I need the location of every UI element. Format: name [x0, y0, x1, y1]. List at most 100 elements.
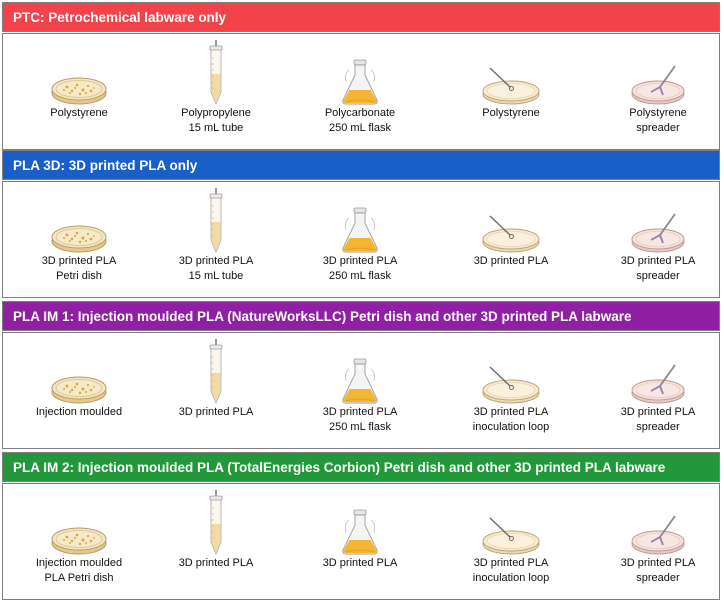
- labware-label-line: 250 mL flask: [329, 122, 391, 134]
- labware-item: 3D printed PLA: [288, 484, 432, 601]
- labware-label: 3D printed PLA inoculation loop: [439, 405, 583, 435]
- labware-label: 3D printed PLA spreader: [586, 254, 724, 284]
- labware-label-line: Injection moulded: [35, 406, 123, 418]
- labware-item: 3D printed PLA inoculation loop: [439, 484, 583, 601]
- erlenmeyer-flask-icon: [288, 40, 432, 106]
- labware-label: 3D printed PLA 250 mL flask: [288, 405, 432, 435]
- labware-label: 3D printed PLA: [439, 254, 583, 269]
- section-pla-im-2-title: PLA IM 2: Injection moulded PLA (TotalEn…: [2, 452, 720, 482]
- labware-item: 3D printed PLA inoculation loop: [439, 333, 583, 450]
- labware-label: 3D printed PLA 250 mL flask: [288, 254, 432, 284]
- labware-label-line: 3D printed PLA: [178, 557, 254, 569]
- labware-label-line: Injection moulded: [35, 557, 123, 569]
- labware-label-line: 250 mL flask: [329, 270, 391, 282]
- labware-label-line: 3D printed PLA: [473, 406, 549, 418]
- spreader-dish-icon: [586, 188, 724, 254]
- labware-label-line: PLA Petri dish: [44, 572, 114, 584]
- labware-item: 3D printed PLA spreader: [586, 333, 724, 450]
- inoculation-loop-dish-icon: [439, 188, 583, 254]
- labware-item: Polycarbonate 250 mL flask: [288, 34, 432, 151]
- labware-item: 3D printed PLA: [439, 182, 583, 299]
- labware-label-line: Petri dish: [56, 270, 102, 282]
- section-pla-im-1-title: PLA IM 1: Injection moulded PLA (NatureW…: [2, 301, 720, 331]
- labware-label: 3D printed PLA: [288, 556, 432, 571]
- labware-label-line: inoculation loop: [472, 572, 550, 584]
- labware-label: Polypropylene 15 mL tube: [144, 106, 288, 136]
- labware-label: 3D printed PLA: [144, 405, 288, 420]
- labware-label-line: 3D printed PLA: [473, 557, 549, 569]
- erlenmeyer-flask-icon: [288, 339, 432, 405]
- labware-label-line: inoculation loop: [472, 421, 550, 433]
- labware-label-line: 3D printed PLA: [620, 557, 696, 569]
- labware-label-line: 3D printed PLA: [322, 557, 398, 569]
- labware-label: 3D printed PLA spreader: [586, 556, 724, 586]
- petri-dish-colonies-icon: [7, 40, 151, 106]
- erlenmeyer-flask-icon: [288, 490, 432, 556]
- labware-label-line: spreader: [636, 421, 680, 433]
- labware-label-line: 3D printed PLA: [473, 255, 549, 267]
- labware-item: Polypropylene 15 mL tube: [144, 34, 288, 151]
- spreader-dish-icon: [586, 40, 724, 106]
- labware-label-line: 3D printed PLA: [178, 255, 254, 267]
- centrifuge-tube-icon: [144, 490, 288, 556]
- labware-label-line: 3D printed PLA: [620, 406, 696, 418]
- labware-label-line: Polystyrene: [629, 107, 687, 119]
- labware-item: 3D printed PLA spreader: [586, 182, 724, 299]
- inoculation-loop-dish-icon: [439, 40, 583, 106]
- labware-label-line: Polystyrene: [50, 107, 108, 119]
- section-pla-3d-panel: 3D printed PLA Petri dish 3D printed PLA 1…: [2, 181, 720, 298]
- labware-item: Polystyrene: [7, 34, 151, 151]
- labware-label-line: 3D printed PLA: [322, 255, 398, 267]
- labware-label-line: 15 mL tube: [188, 122, 244, 134]
- labware-label-line: Polystyrene: [482, 107, 540, 119]
- section-ptc-title: PTC: Petrochemical labware only: [2, 2, 720, 32]
- labware-item: Polystyrene spreader: [586, 34, 724, 151]
- labware-item: 3D printed PLA Petri dish: [7, 182, 151, 299]
- petri-dish-colonies-icon: [7, 188, 151, 254]
- labware-label-line: 3D printed PLA: [41, 255, 117, 267]
- labware-label: 3D printed PLA spreader: [586, 405, 724, 435]
- labware-item: 3D printed PLA 15 mL tube: [144, 182, 288, 299]
- labware-label: Injection moulded: [7, 405, 151, 420]
- centrifuge-tube-icon: [144, 188, 288, 254]
- labware-label: Polystyrene: [439, 106, 583, 121]
- spreader-dish-icon: [586, 339, 724, 405]
- labware-label: Polystyrene spreader: [586, 106, 724, 136]
- labware-label-line: 15 mL tube: [188, 270, 244, 282]
- labware-label-line: spreader: [636, 572, 680, 584]
- labware-item: 3D printed PLA 250 mL flask: [288, 333, 432, 450]
- labware-item: 3D printed PLA spreader: [586, 484, 724, 601]
- petri-dish-colonies-icon: [7, 490, 151, 556]
- labware-label-line: 3D printed PLA: [620, 255, 696, 267]
- labware-label-line: Polypropylene: [181, 107, 251, 119]
- centrifuge-tube-icon: [144, 339, 288, 405]
- labware-label-line: 3D printed PLA: [322, 406, 398, 418]
- inoculation-loop-dish-icon: [439, 490, 583, 556]
- labware-item: 3D printed PLA: [144, 333, 288, 450]
- labware-item: Injection moulded: [7, 333, 151, 450]
- section-ptc-panel: Polystyrene Polypropylene 15 mL tube Poly…: [2, 33, 720, 150]
- labware-item: 3D printed PLA 250 mL flask: [288, 182, 432, 299]
- labware-label: 3D printed PLA: [144, 556, 288, 571]
- labware-item: 3D printed PLA: [144, 484, 288, 601]
- centrifuge-tube-icon: [144, 40, 288, 106]
- labware-label-line: spreader: [636, 122, 680, 134]
- inoculation-loop-dish-icon: [439, 339, 583, 405]
- labware-label-line: spreader: [636, 270, 680, 282]
- labware-label: Polystyrene: [7, 106, 151, 121]
- labware-item: Polystyrene: [439, 34, 583, 151]
- section-pla-3d-title: PLA 3D: 3D printed PLA only: [2, 150, 720, 180]
- spreader-dish-icon: [586, 490, 724, 556]
- labware-label: 3D printed PLA 15 mL tube: [144, 254, 288, 284]
- labware-label: Polycarbonate 250 mL flask: [288, 106, 432, 136]
- petri-dish-colonies-icon: [7, 339, 151, 405]
- labware-label-line: 3D printed PLA: [178, 406, 254, 418]
- labware-label-line: Polycarbonate: [324, 107, 396, 119]
- labware-label: 3D printed PLA Petri dish: [7, 254, 151, 284]
- labware-label: 3D printed PLA inoculation loop: [439, 556, 583, 586]
- erlenmeyer-flask-icon: [288, 188, 432, 254]
- labware-label-line: 250 mL flask: [329, 421, 391, 433]
